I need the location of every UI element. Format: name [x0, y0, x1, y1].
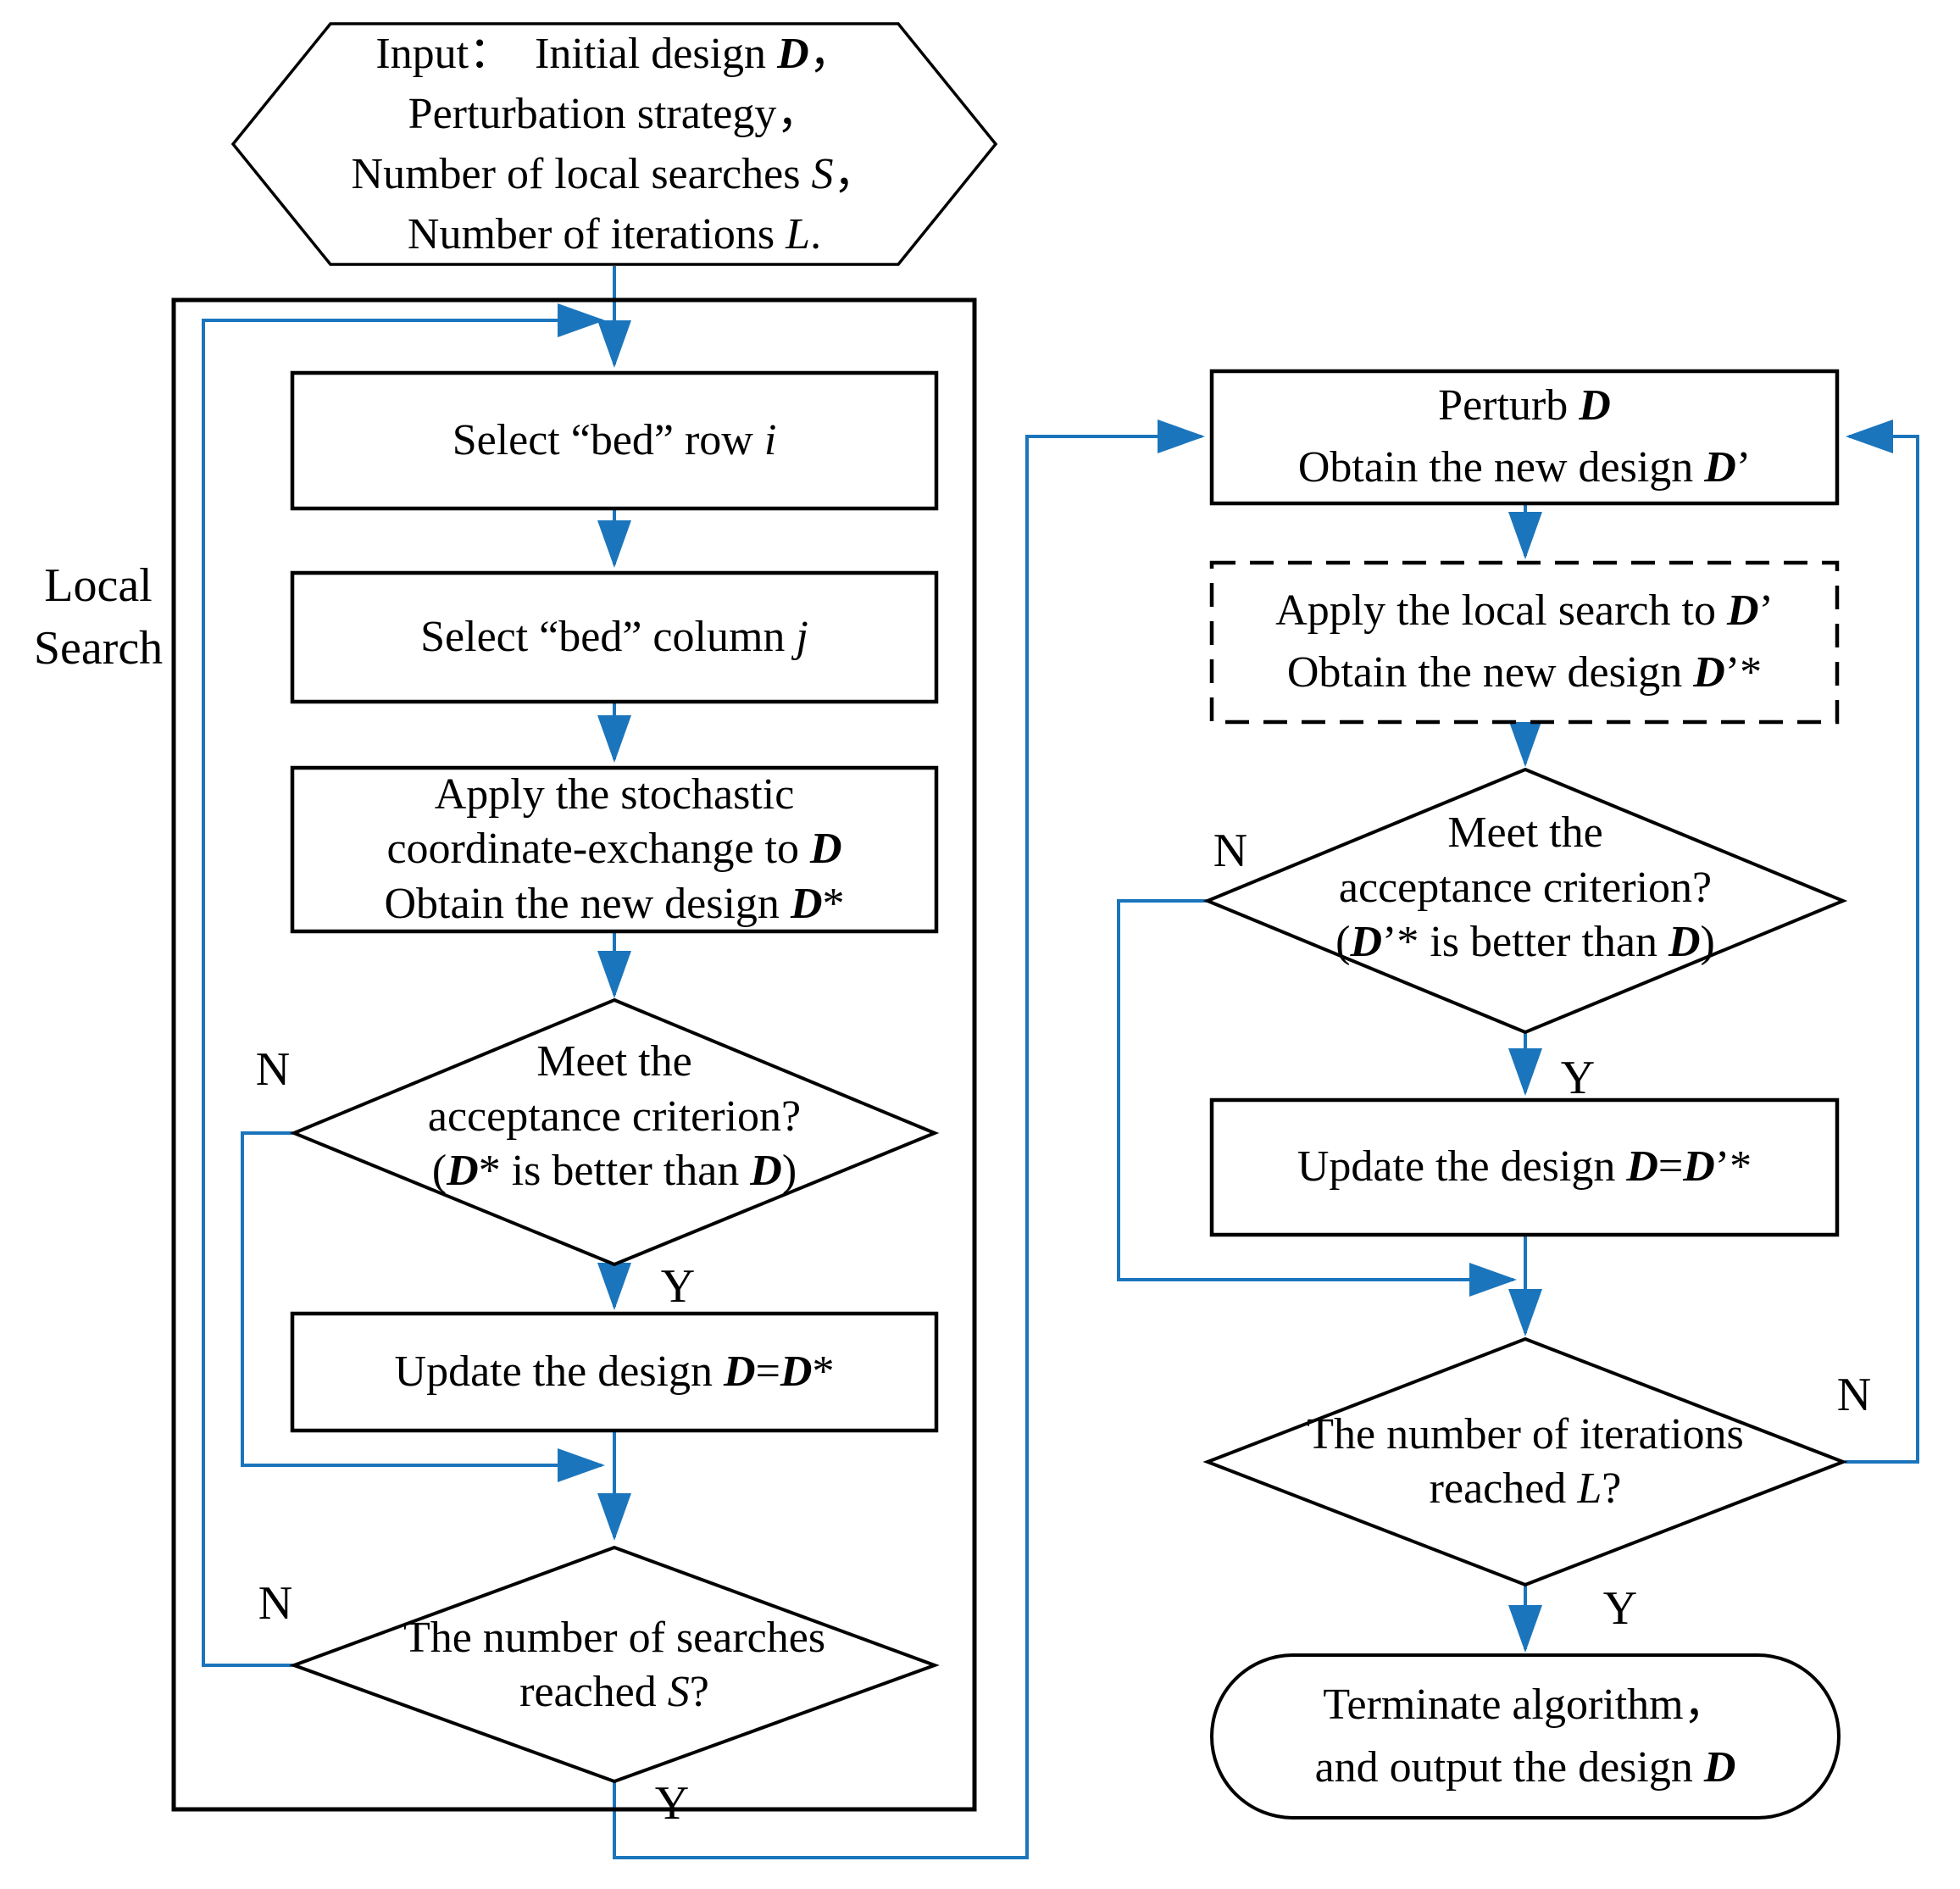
label-n-searches: N — [258, 1577, 293, 1630]
node-line: Terminate algorithm， — [1323, 1681, 1728, 1730]
label-y-searches: Y — [654, 1777, 690, 1830]
select-row-text: Select “bed” row i — [292, 373, 936, 508]
local-search-group-label: Local Search — [22, 555, 175, 681]
node-line: Meet the — [536, 1037, 692, 1086]
apply-local-search-dashed-box — [1209, 560, 1840, 725]
update-design-box — [290, 1311, 939, 1433]
node-line: Apply the stochastic — [434, 769, 795, 819]
node-line: reached L? — [1429, 1464, 1622, 1513]
input-hexagon — [230, 22, 998, 266]
node-line: Obtain the new design D’ — [1297, 443, 1752, 492]
acceptance2-diamond-text: Meet the acceptance criterion? (D’* is b… — [1246, 778, 1805, 998]
local-search-label-line: Search — [33, 621, 164, 675]
select-column-text: Select “bed” column j — [292, 573, 936, 702]
apply-exchange-text: Apply the stochastic coordinate-exchange… — [292, 768, 936, 931]
node-line: Update the design D=D’* — [1296, 1142, 1752, 1192]
apply-local-search-text: Apply the local search to D’ Obtain the … — [1212, 563, 1837, 722]
arrow-iterations-n-loop — [1845, 419, 1919, 1464]
label-y-iterations: Y — [1602, 1582, 1638, 1635]
input-line: Input： Initial design D， — [375, 29, 853, 78]
update-design2-text: Update the design D=D’* — [1212, 1100, 1837, 1235]
select-row-box — [290, 370, 939, 511]
node-line: (D’* is better than D) — [1335, 918, 1715, 967]
node-line: Meet the — [1447, 808, 1603, 858]
update-design-text: Update the design D=D* — [292, 1314, 936, 1431]
label-y-acceptance2: Y — [1560, 1052, 1596, 1104]
terminate-terminator — [1210, 1653, 1841, 1820]
node-line: Obtain the new design D* — [384, 879, 845, 928]
node-line: acceptance criterion? — [427, 1092, 802, 1141]
label-n-acceptance: N — [255, 1043, 291, 1096]
local-search-label-line: Local — [44, 559, 153, 612]
input-line: Number of local searches S， — [351, 150, 878, 198]
iterations-diamond — [1202, 1336, 1848, 1587]
update-design2-box — [1209, 1097, 1840, 1237]
acceptance2-diamond — [1202, 767, 1848, 1035]
local-search-container-box — [171, 297, 977, 1812]
input-hexagon-text: Input： Initial design D， Perturbation st… — [233, 24, 996, 264]
arrow-acceptance-n-bypass — [241, 1131, 605, 1482]
node-line: Apply the local search to D’ — [1275, 586, 1774, 636]
input-line: Number of iterations L. — [407, 210, 822, 259]
acceptance-diamond — [289, 997, 940, 1267]
node-line: Select “bed” row i — [452, 415, 777, 464]
searches-diamond-text: The number of searches reached S? — [335, 1568, 894, 1763]
node-line: Update the design D=D* — [394, 1347, 835, 1396]
node-line: reached S? — [519, 1668, 709, 1716]
label-n-acceptance2: N — [1213, 825, 1248, 877]
node-line: acceptance criterion? — [1338, 863, 1713, 912]
input-line: Perturbation strategy， — [408, 89, 821, 138]
node-line: The number of iterations — [1307, 1409, 1744, 1458]
node-line: Perturb D — [1438, 381, 1611, 431]
arrow-loop-searches-n — [202, 303, 605, 1667]
node-line: (D* is better than D) — [431, 1147, 797, 1196]
apply-exchange-box — [290, 765, 939, 934]
iterations-diamond-text: The number of iterations reached L? — [1246, 1360, 1805, 1564]
node-line: Obtain the new design D’* — [1286, 648, 1763, 697]
arrow-searches-y-to-perturb — [613, 419, 1205, 1859]
node-line: The number of searches — [403, 1613, 826, 1662]
arrow-acceptance2-n-bypass — [1117, 899, 1517, 1297]
terminate-text: Terminate algorithm， and output the desi… — [1212, 1655, 1839, 1818]
node-line: coordinate-exchange to D — [386, 825, 842, 874]
select-column-box — [290, 570, 939, 704]
label-n-iterations: N — [1836, 1369, 1872, 1421]
perturb-box — [1209, 369, 1840, 506]
perturb-text: Perturb D Obtain the new design D’ — [1212, 371, 1837, 503]
node-line: Select “bed” column j — [420, 612, 808, 661]
label-y-acceptance: Y — [660, 1260, 696, 1313]
acceptance-diamond-text: Meet the acceptance criterion? (D* is be… — [335, 1007, 894, 1227]
node-line: and output the design D — [1314, 1743, 1736, 1792]
searches-diamond — [289, 1545, 940, 1784]
